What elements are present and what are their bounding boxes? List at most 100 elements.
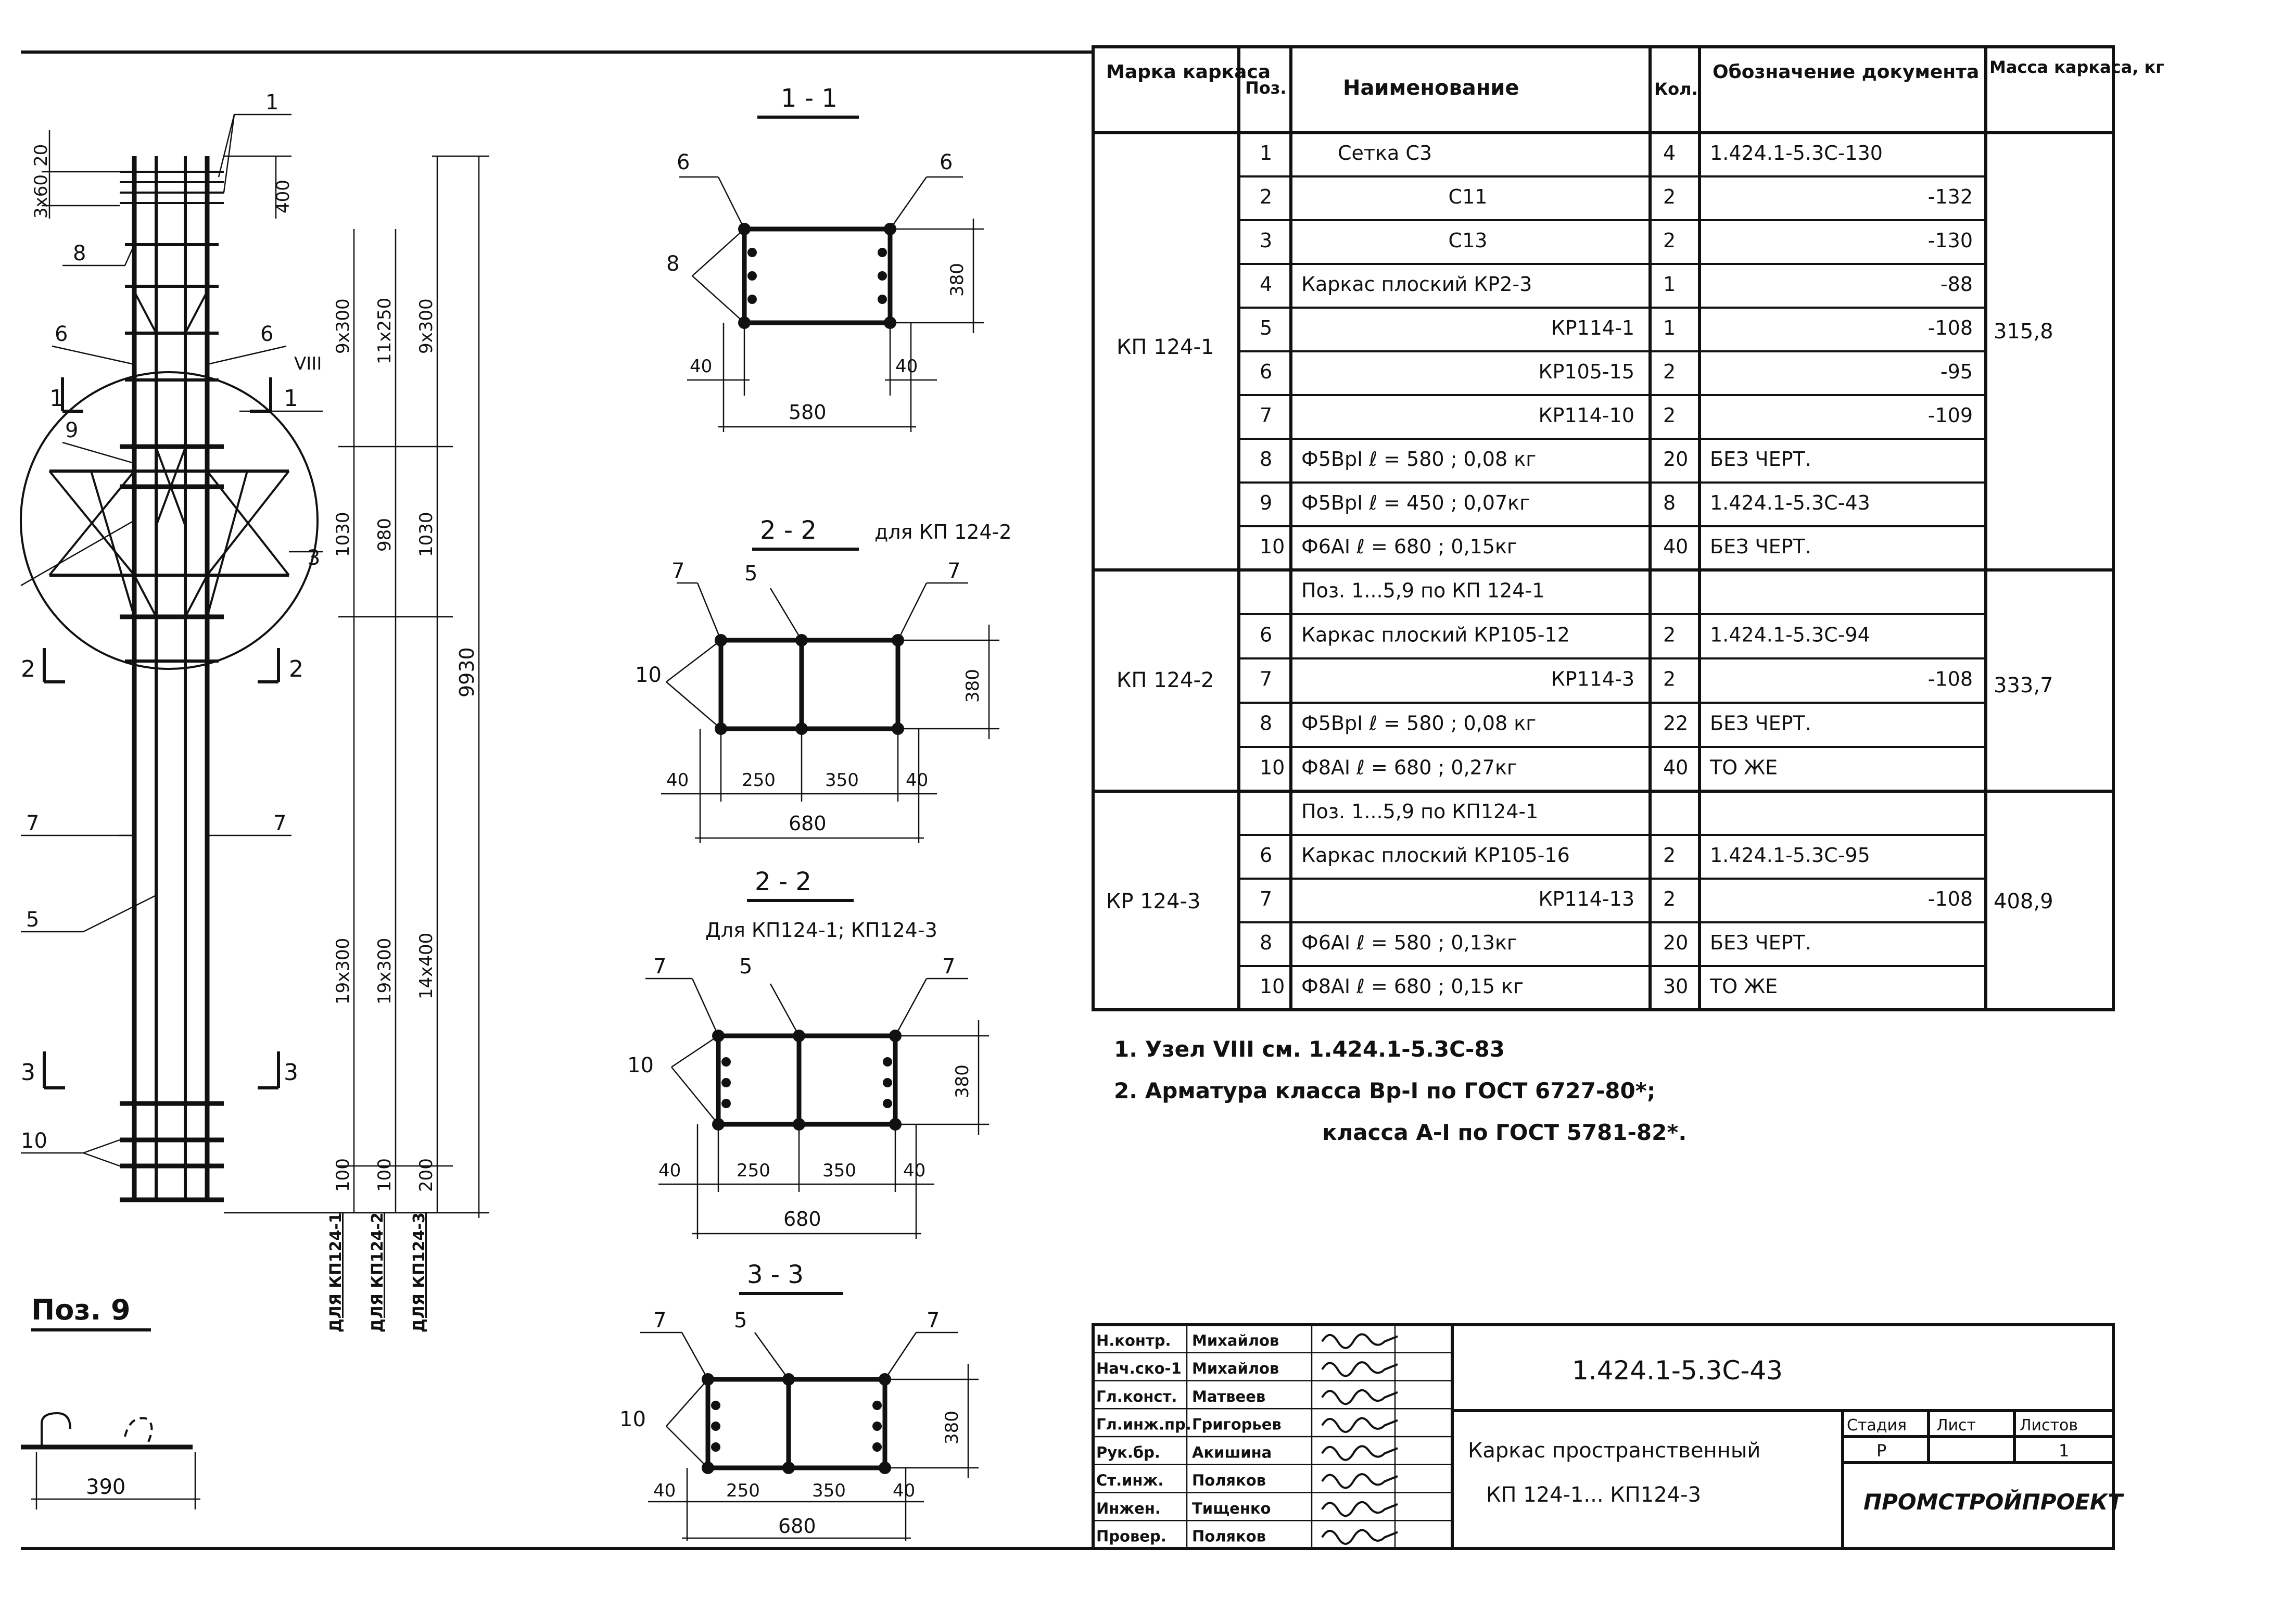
section-3-3-title: 3 - 3 [747, 1260, 804, 1289]
spec-cell-pos: 10 [1260, 975, 1285, 998]
signer-role: Рук.бр. [1096, 1443, 1160, 1461]
pos9-hook-left [41, 1412, 71, 1447]
spec-cell-doc: -108 [1928, 887, 1973, 910]
section-2-2-a-callout-10: 10 [635, 663, 662, 687]
spec-cell-qty: 22 [1663, 712, 1688, 735]
spec-cell-doc: 1.424.1-5.3С-43 [1710, 491, 1870, 514]
section-2-2-b: 2 - 2 Для КП124-1; КП124-3 7 5 7 10 380 … [627, 867, 989, 1239]
signer-name: Михайлов [1192, 1360, 1279, 1377]
spec-cell-doc: 1.424.1-5.3С-94 [1710, 624, 1870, 646]
spec-cell-name: Ф8АI ℓ = 680 ; 0,27кг [1301, 756, 1517, 779]
spec-cell-doc: БЕЗ ЧЕРТ. [1710, 931, 1811, 954]
spec-cell-doc: БЕЗ ЧЕРТ. [1710, 535, 1811, 558]
title-block-org: ПРОМСТРОЙПРОЕКТ [1863, 1489, 2124, 1515]
spec-cell-pos: 8 [1260, 931, 1272, 954]
dim-col1-mid: 1030 [333, 512, 353, 557]
spec-cell-name: Ф8АI ℓ = 680 ; 0,15 кг [1301, 975, 1524, 998]
spec-header-qty: Кол. [1654, 79, 1698, 99]
dim-label-kp124-3: ДЛЯ КП124-3 [410, 1212, 428, 1333]
spec-cell-doc: БЕЗ ЧЕРТ. [1710, 448, 1811, 471]
section-2-2-b-bars [712, 1030, 902, 1131]
dim-col1-low: 19x300 [333, 938, 353, 1005]
section-3-3-callout-10: 10 [619, 1407, 646, 1431]
elevation-view: 1 8 6 6 9 3 7 7 5 10 VIII 1 1 2 2 3 3 [20, 91, 489, 1333]
section-2-2-a-dim-350: 350 [825, 770, 859, 791]
section-1-1: 1 - 1 6 6 8 380 40 40 580 [666, 84, 984, 432]
spec-cell-qty: 1 [1663, 273, 1676, 296]
callout-5: 5 [26, 908, 39, 932]
callout-10: 10 [21, 1129, 47, 1153]
title-block-name-2: КП 124-1... КП124-3 [1486, 1483, 1701, 1507]
spec-cell-doc: -108 [1928, 316, 1973, 339]
spec-cell-doc: -108 [1928, 668, 1973, 691]
title-block-code: 1.424.1-5.3С-43 [1572, 1355, 1783, 1386]
spec-cell-pos: 10 [1260, 756, 1285, 779]
spec-group-2-mass: 333,7 [1994, 674, 2053, 697]
signer-name: Тищенко [1192, 1500, 1271, 1517]
callout-8: 8 [73, 242, 86, 265]
section-3-3: 3 - 3 7 5 7 10 380 40 250 350 40 680 [619, 1260, 979, 1541]
spec-cell-pos: 6 [1260, 360, 1272, 383]
section-3-3-dim-680: 680 [778, 1515, 816, 1538]
signature-mark [1321, 1417, 1398, 1433]
callout-1: 1 [265, 91, 278, 115]
spec-header-mark: Марка каркаса [1106, 61, 1271, 83]
section-2-2-b-dim-380: 380 [952, 1064, 973, 1098]
signer-role: Ст.инж. [1096, 1471, 1163, 1489]
note-3: класса А-I по ГОСТ 5781-82*. [1322, 1120, 1686, 1145]
spec-cell-doc: ТО ЖЕ [1709, 975, 1778, 998]
signature-mark [1321, 1501, 1398, 1517]
section-mark-3-right: 3 [284, 1059, 298, 1086]
spec-cell-doc: БЕЗ ЧЕРТ. [1710, 712, 1811, 735]
section-2-2-a-dim-680: 680 [789, 812, 827, 835]
section-mark-1-right: 1 [284, 385, 298, 412]
section-2-2-b-title: 2 - 2 [755, 867, 811, 896]
spec-header-pos: Поз. [1245, 78, 1287, 98]
signature-mark [1321, 1529, 1398, 1545]
title-block-stage-header: Стадия [1847, 1416, 1907, 1435]
transverse-bars-upper [120, 285, 224, 663]
transverse-bars-lower [120, 1101, 224, 1202]
truss-node [20, 291, 319, 670]
section-2-2-a-subtitle: для КП 124-2 [874, 521, 1012, 543]
section-2-2-b-dim-680: 680 [783, 1208, 821, 1230]
dim-col1-end: 100 [333, 1158, 353, 1192]
signer-role: Гл.инж.пр. [1096, 1416, 1191, 1433]
dim-col2-top: 11x250 [374, 298, 395, 364]
spec-cell-name: КР105-15 [1539, 360, 1635, 383]
spec-cell-pos: 7 [1260, 404, 1272, 427]
spec-cell-doc: -95 [1941, 360, 1973, 383]
spec-cell-qty: 30 [1663, 975, 1688, 998]
spec-cell-name: Каркас плоский КР105-16 [1301, 844, 1570, 867]
section-2-2-a-title: 2 - 2 [760, 516, 817, 545]
spec-cell-name: КР114-1 [1551, 316, 1634, 339]
signer-name: Поляков [1192, 1528, 1266, 1545]
section-2-2-b-dim-250: 250 [737, 1160, 770, 1181]
signer-name: Поляков [1192, 1471, 1266, 1489]
spec-group-1-mass: 315,8 [1994, 320, 2053, 344]
spec-cell-qty: 20 [1663, 931, 1688, 954]
dim-col2-mid: 980 [374, 518, 395, 552]
signer-name: Матвеев [1192, 1388, 1265, 1405]
signature-mark [1321, 1361, 1398, 1377]
section-3-3-callout-7-right: 7 [927, 1309, 940, 1333]
section-3-3-callout-7-left: 7 [653, 1309, 666, 1333]
spec-cell-pos: 7 [1260, 668, 1272, 691]
spec-cell-pos: 1 [1260, 142, 1272, 164]
spec-cell-qty: 40 [1663, 535, 1688, 558]
signer-role: Провер. [1096, 1528, 1166, 1545]
section-1-1-callout-8: 8 [666, 252, 679, 276]
callout-6-left: 6 [55, 322, 68, 346]
node-circle [20, 371, 319, 670]
spec-cell-name: Ф5ВрI ℓ = 450 ; 0,07кг [1301, 491, 1530, 514]
dim-20: 20 [31, 144, 52, 167]
dim-top-400: 400 [273, 180, 294, 213]
spec-group-3-mass: 408,9 [1994, 890, 2053, 914]
spec-cell-doc: 1.424.1-5.3С-130 [1710, 142, 1883, 164]
spec-cell-pos: 7 [1260, 887, 1272, 910]
spec-cell-doc: -130 [1928, 229, 1973, 252]
section-3-3-bars [702, 1373, 891, 1474]
spec-header-mass: Масса каркаса, кг [1989, 57, 2164, 77]
section-2-2-a-dim-250: 250 [742, 770, 776, 791]
